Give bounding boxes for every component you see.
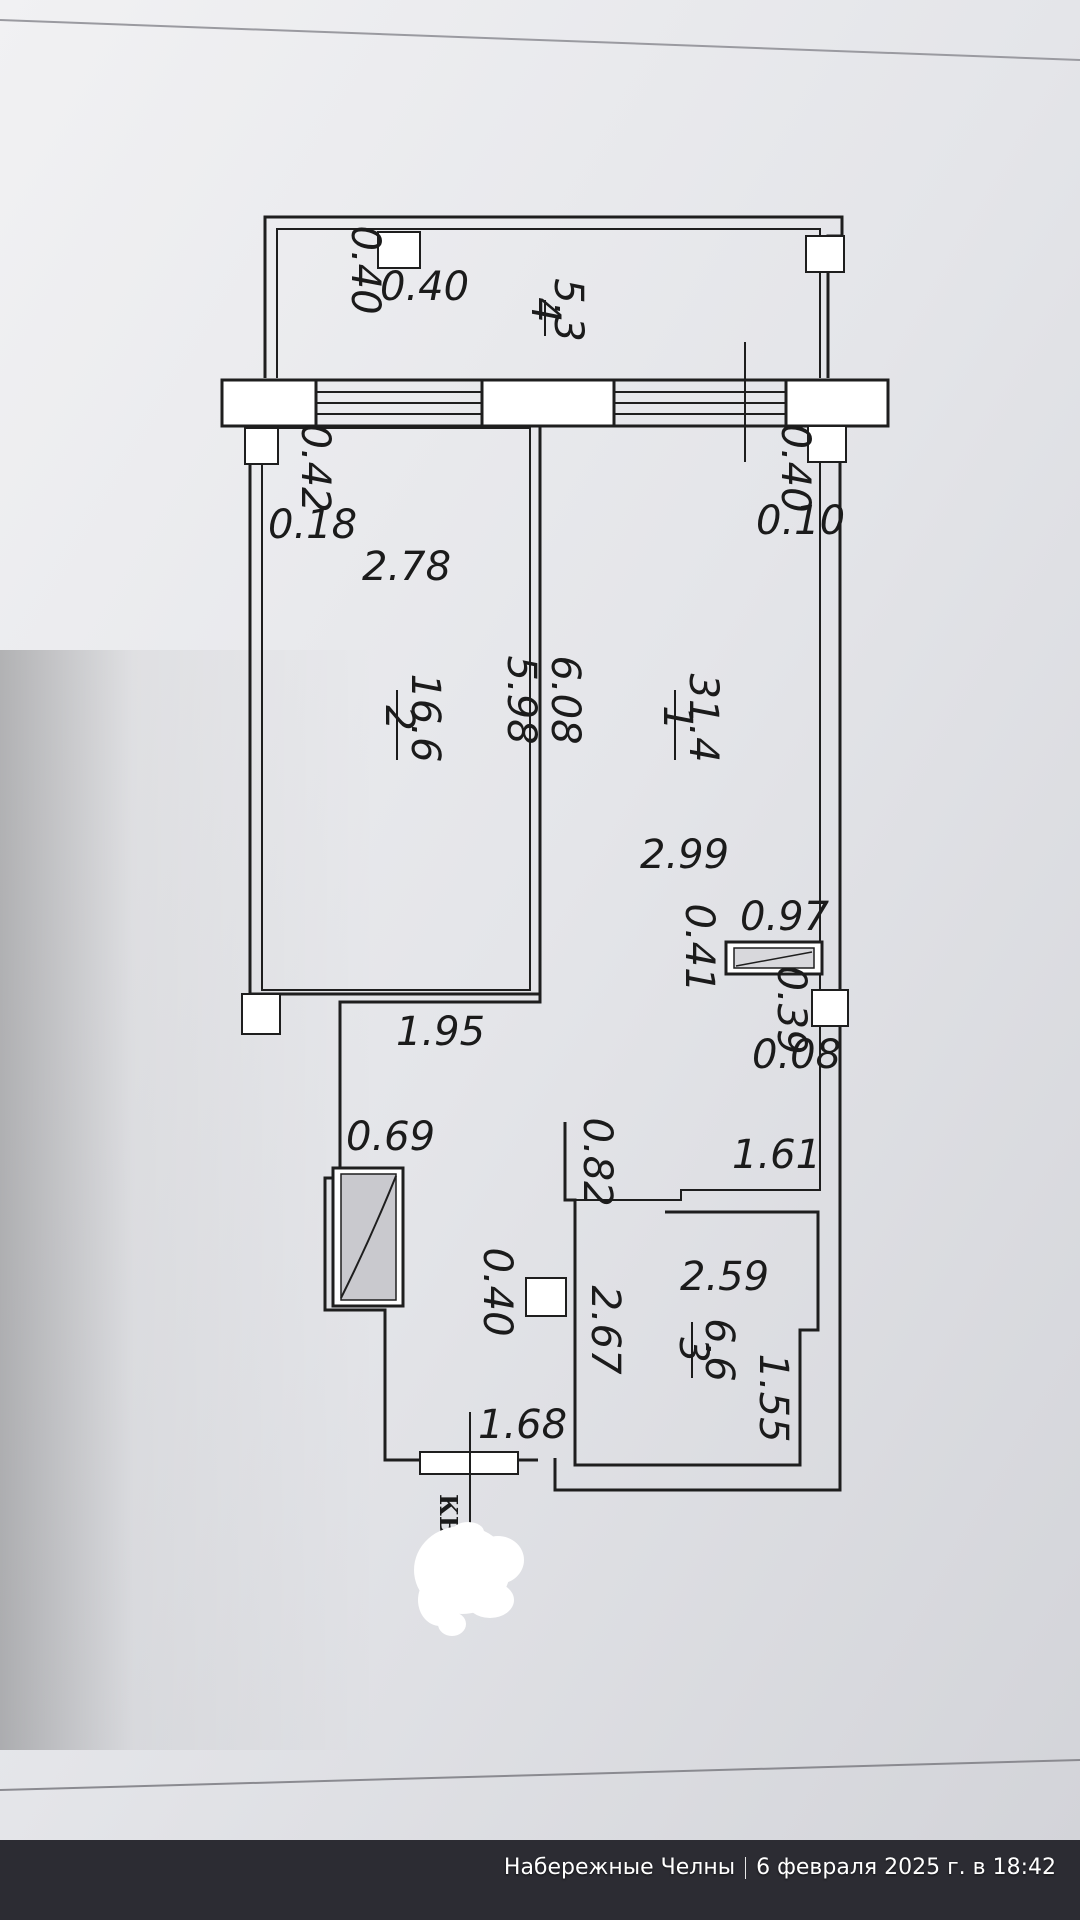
balcony-area: 5.3 bbox=[545, 278, 591, 342]
column-room2-top bbox=[244, 427, 279, 465]
dim-069: 0.69 bbox=[346, 1114, 435, 1160]
room2-number: 2 bbox=[376, 705, 422, 730]
column-room2-bottom bbox=[241, 993, 281, 1035]
photo-watermark: Набережные Челны 6 февраля 2025 г. в 18:… bbox=[504, 1855, 1056, 1880]
dim-040-right: 0.40 bbox=[772, 423, 818, 512]
room1-length: 6.08 bbox=[542, 655, 588, 744]
watermark-separator bbox=[745, 1856, 747, 1879]
dim-082: 0.82 bbox=[574, 1117, 620, 1206]
room2-width: 2.78 bbox=[362, 544, 451, 590]
dim-161: 1.61 bbox=[732, 1132, 821, 1178]
column-room1-top bbox=[807, 425, 847, 463]
room1-width: 2.99 bbox=[640, 832, 729, 878]
balcony-dim-b: 0.40 bbox=[380, 264, 469, 310]
column-room1-right bbox=[811, 989, 849, 1027]
room3-length: 2.67 bbox=[582, 1285, 628, 1375]
room3-area: 6.6 bbox=[696, 1318, 742, 1382]
room1-number: 1 bbox=[654, 705, 700, 730]
room2-area: 16.6 bbox=[402, 673, 448, 762]
dim-018: 0.18 bbox=[268, 502, 357, 548]
dim-041: 0.41 bbox=[676, 903, 722, 992]
room3-side: 1.55 bbox=[750, 1353, 796, 1442]
dim-040-column: 0.40 bbox=[474, 1247, 520, 1336]
room2-length: 5.98 bbox=[498, 655, 544, 744]
column-balcony-right bbox=[805, 235, 845, 273]
watermark-datetime: 6 февраля 2025 г. в 18:42 bbox=[756, 1855, 1056, 1880]
dim-195: 1.95 bbox=[396, 1009, 485, 1055]
dim-097: 0.97 bbox=[740, 894, 830, 940]
balcony-dim-a: 0.40 bbox=[342, 225, 388, 314]
dim-168: 1.68 bbox=[478, 1402, 567, 1448]
room-3 bbox=[525, 1122, 820, 1467]
dim-008: 0.08 bbox=[752, 1032, 841, 1078]
plan-labels: 4 5.3 0.40 0.40 2.78 2 16.6 5.98 6.08 1 … bbox=[268, 225, 845, 1536]
dim-039: 0.39 bbox=[768, 965, 814, 1054]
column-room3 bbox=[525, 1277, 567, 1317]
dim-010: 0.10 bbox=[756, 498, 845, 544]
dim-042: 0.42 bbox=[292, 423, 338, 512]
room1-area: 31.4 bbox=[680, 673, 726, 762]
room-1 bbox=[323, 425, 849, 1530]
watermark-city: Набережные Челны bbox=[503, 1855, 736, 1880]
window-wall bbox=[220, 342, 890, 462]
column-balcony-left bbox=[377, 231, 421, 269]
privacy-blob bbox=[414, 1522, 524, 1636]
balcony-room-4 bbox=[263, 215, 845, 378]
room3-width: 2.59 bbox=[680, 1254, 769, 1300]
